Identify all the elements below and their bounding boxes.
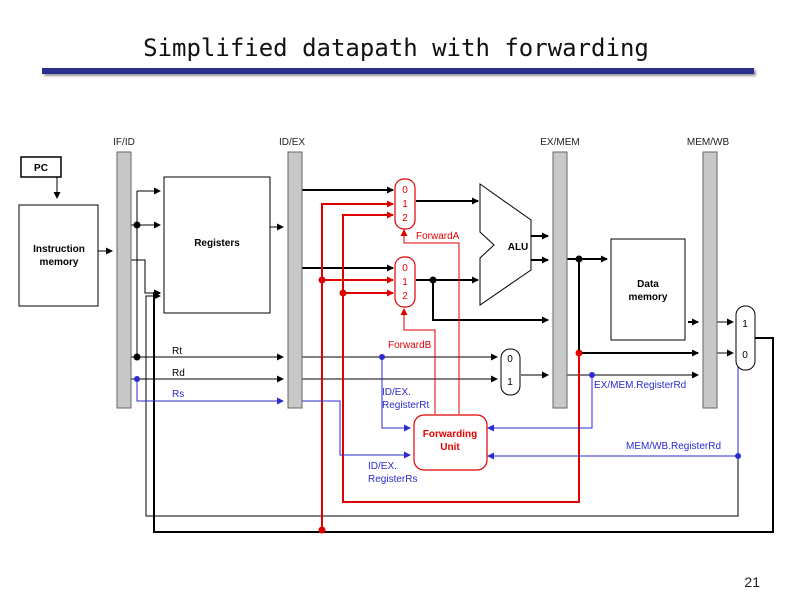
junction-dot bbox=[589, 372, 595, 378]
pc-block: PC bbox=[20, 156, 62, 178]
idex-rs-label-1: ID/EX. bbox=[368, 461, 397, 472]
junction-dot bbox=[339, 289, 347, 297]
mux-forward-b: 0 1 2 bbox=[394, 256, 416, 308]
forward-b-label: ForwardB bbox=[388, 340, 432, 351]
forwarding-paths bbox=[321, 200, 580, 530]
mux-b-input-0: 0 bbox=[402, 263, 408, 274]
pc-label: PC bbox=[34, 163, 48, 174]
pipeline-registers: IF/ID ID/EX EX/MEM MEM/WB bbox=[113, 137, 730, 409]
memwb-rd-label: MEM/WB.RegisterRd bbox=[626, 441, 721, 452]
rt-label: Rt bbox=[172, 346, 182, 357]
idex-rt-label-1: ID/EX. bbox=[382, 387, 411, 398]
idex-rs-label-2: RegisterRs bbox=[368, 474, 417, 485]
idex-rt-label-2: RegisterRt bbox=[382, 400, 429, 411]
mux-a-input-2: 2 bbox=[402, 213, 408, 224]
junction-dot bbox=[134, 376, 140, 382]
forwarding-unit-block: Forwarding Unit bbox=[413, 414, 488, 471]
ex-mem-register bbox=[552, 151, 568, 409]
junction-dot bbox=[133, 353, 141, 361]
mux-rd-input-1: 1 bbox=[507, 377, 513, 388]
forward-a-label: ForwardA bbox=[416, 231, 460, 242]
mux-rd-input-0: 0 bbox=[507, 354, 513, 365]
if-id-register bbox=[116, 151, 132, 409]
junction-dot bbox=[575, 255, 583, 263]
title-underline bbox=[42, 68, 754, 74]
mux-forward-a: 0 1 2 bbox=[394, 178, 416, 230]
signal-labels: Rt Rd Rs ForwardA ForwardB ID/EX. Regist… bbox=[172, 231, 721, 485]
rs-label: Rs bbox=[172, 389, 184, 400]
slide-title: Simplified datapath with forwarding bbox=[143, 34, 649, 62]
mux-b-input-1: 1 bbox=[402, 277, 408, 288]
rd-label: Rd bbox=[172, 368, 185, 379]
alu-block: ALU bbox=[479, 183, 532, 306]
mux-b-input-2: 2 bbox=[402, 291, 408, 302]
instruction-memory-block: Instruction memory bbox=[18, 204, 99, 307]
instruction-memory-label-1: Instruction bbox=[33, 244, 85, 255]
data-memory-block: Data memory bbox=[610, 238, 686, 341]
junction-dot bbox=[318, 526, 326, 534]
junction-dot bbox=[379, 354, 385, 360]
mux-wb-input-1: 1 bbox=[742, 319, 748, 330]
id-ex-label: ID/EX bbox=[279, 137, 305, 148]
registers-label: Registers bbox=[194, 238, 240, 249]
mux-wb-input-0: 0 bbox=[742, 350, 748, 361]
mux-a-input-0: 0 bbox=[402, 185, 408, 196]
junction-dot bbox=[133, 221, 141, 229]
mux-destination-register: 0 1 bbox=[500, 348, 521, 396]
data-memory-label-2: memory bbox=[629, 292, 668, 303]
exmem-rd-label: EX/MEM.RegisterRd bbox=[594, 380, 686, 391]
mem-wb-register bbox=[702, 151, 718, 409]
alu-label: ALU bbox=[508, 242, 529, 253]
instruction-memory-label-2: memory bbox=[40, 257, 79, 268]
data-memory-label-1: Data bbox=[637, 279, 659, 290]
mem-wb-label: MEM/WB bbox=[687, 137, 730, 148]
mux-write-back: 1 0 bbox=[735, 305, 756, 371]
junction-dots bbox=[133, 221, 741, 534]
forwarding-unit-label-2: Unit bbox=[440, 442, 460, 453]
junction-dot bbox=[318, 276, 326, 284]
junction-dot bbox=[735, 453, 741, 459]
ex-mem-label: EX/MEM bbox=[540, 137, 579, 148]
if-id-label: IF/ID bbox=[113, 137, 135, 148]
id-ex-register bbox=[287, 151, 303, 409]
junction-dot bbox=[575, 349, 583, 357]
junction-dot bbox=[429, 276, 437, 284]
registers-block: Registers bbox=[163, 176, 271, 314]
forwarding-unit-label-1: Forwarding bbox=[423, 429, 477, 440]
page-number: 21 bbox=[744, 574, 760, 590]
mux-a-input-1: 1 bbox=[402, 199, 408, 210]
